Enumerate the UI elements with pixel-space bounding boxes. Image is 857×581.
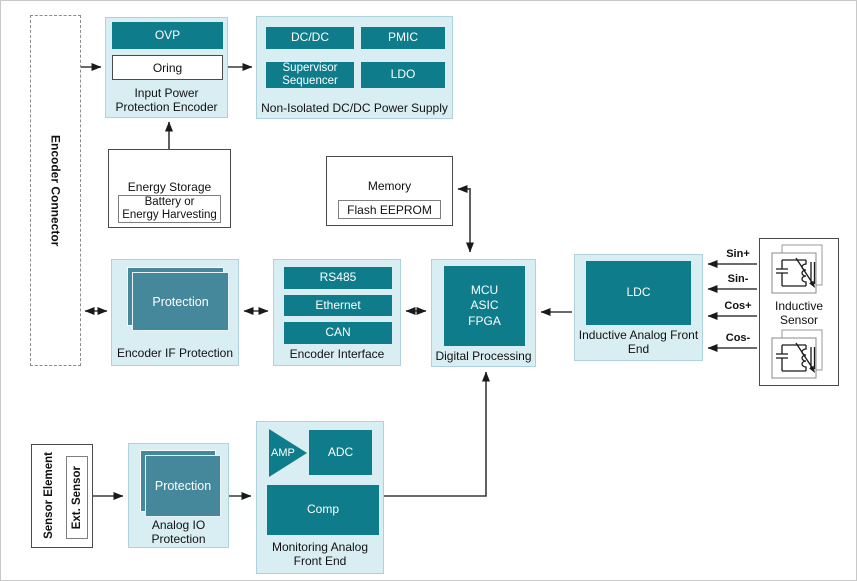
amp-triangle-icon[interactable]: AMP: [269, 429, 307, 477]
memory-title: Memory: [367, 179, 412, 193]
ext-sensor-block[interactable]: Ext. Sensor: [66, 456, 88, 539]
ovp-block[interactable]: OVP: [112, 22, 223, 49]
can-block[interactable]: CAN: [284, 322, 392, 344]
monitoring-afe-label: Monitoring Analog Front End: [271, 540, 369, 569]
protection-stack: Protection: [127, 267, 229, 331]
supervisor-sequencer-block[interactable]: Supervisor Sequencer: [266, 62, 354, 88]
inductive-sensor-label: Inductive Sensor: [774, 299, 824, 328]
cos-plus-label: Cos+: [724, 300, 752, 312]
energy-storage-title: Energy Storage: [127, 180, 212, 194]
input-power-label: Input Power Protection Encoder: [115, 86, 218, 115]
power-supply-container: DC/DC PMIC Supervisor Sequencer LDO Non-…: [256, 16, 453, 119]
sin-plus-label: Sin+: [726, 248, 750, 260]
ldo-block[interactable]: LDO: [361, 62, 445, 88]
mcu-asic-fpga-block[interactable]: MCU ASIC FPGA: [444, 266, 525, 346]
oring-block[interactable]: Oring: [112, 55, 223, 80]
analog-io-protection-container: Protection Analog IO Protection: [128, 443, 229, 548]
sensor-element-title-wrap: Sensor Element: [32, 445, 66, 545]
comp-block[interactable]: Comp: [267, 485, 379, 535]
cos-minus-label: Cos-: [725, 332, 751, 344]
encoder-connector-box: Encoder Connector: [30, 15, 81, 366]
encoder-connector-label: Encoder Connector: [48, 134, 63, 247]
energy-storage-box: Energy Storage Battery or Energy Harvest…: [108, 149, 231, 228]
digital-processing-label: Digital Processing: [435, 349, 532, 363]
memory-box: Memory Flash EEPROM: [326, 156, 453, 226]
sensor-element-title: Sensor Element: [43, 451, 55, 539]
encoder-if-protection-block[interactable]: Protection: [132, 272, 229, 331]
encoder-if-protection-container: Protection Encoder IF Protection: [111, 259, 239, 366]
ext-sensor-label: Ext. Sensor: [71, 465, 83, 530]
amp-label: AMP: [271, 447, 295, 459]
analog-io-protection-block[interactable]: Protection: [145, 455, 221, 517]
encoder-interface-label: Encoder Interface: [289, 347, 385, 361]
ethernet-block[interactable]: Ethernet: [284, 295, 392, 316]
input-power-container: OVP Oring Input Power Protection Encoder: [105, 17, 228, 118]
adc-block[interactable]: ADC: [309, 430, 372, 475]
inductive-afe-container: LDC Inductive Analog Front End: [574, 254, 703, 361]
power-supply-label: Non-Isolated DC/DC Power Supply: [261, 101, 448, 115]
monitoring-afe-container: AMP ADC Comp Monitoring Analog Front End: [256, 421, 384, 574]
encoder-if-protection-label: Encoder IF Protection: [116, 346, 234, 360]
digital-processing-container: MCU ASIC FPGA Digital Processing: [431, 259, 536, 367]
inductive-afe-label: Inductive Analog Front End: [578, 328, 699, 357]
arrow-mafe-to-digital: [384, 371, 490, 497]
lc-resonator-icon: [771, 329, 823, 379]
sin-minus-label: Sin-: [727, 273, 749, 285]
encoder-interface-container: RS485 Ethernet CAN Encoder Interface: [273, 259, 401, 366]
dcdc-block[interactable]: DC/DC: [266, 27, 354, 49]
lc-resonator-icon: [771, 244, 823, 294]
pmic-block[interactable]: PMIC: [361, 27, 445, 49]
battery-harvesting-block[interactable]: Battery or Energy Harvesting: [118, 195, 221, 223]
rs485-block[interactable]: RS485: [284, 267, 392, 289]
analog-io-protection-label: Analog IO Protection: [151, 518, 206, 547]
ldc-block[interactable]: LDC: [586, 261, 691, 325]
protection-stack: Protection: [140, 450, 221, 517]
inductive-sensor-box: Inductive Sensor: [759, 238, 839, 386]
sensor-element-box: Sensor Element Ext. Sensor: [31, 444, 93, 548]
flash-eeprom-block[interactable]: Flash EEPROM: [338, 200, 441, 219]
